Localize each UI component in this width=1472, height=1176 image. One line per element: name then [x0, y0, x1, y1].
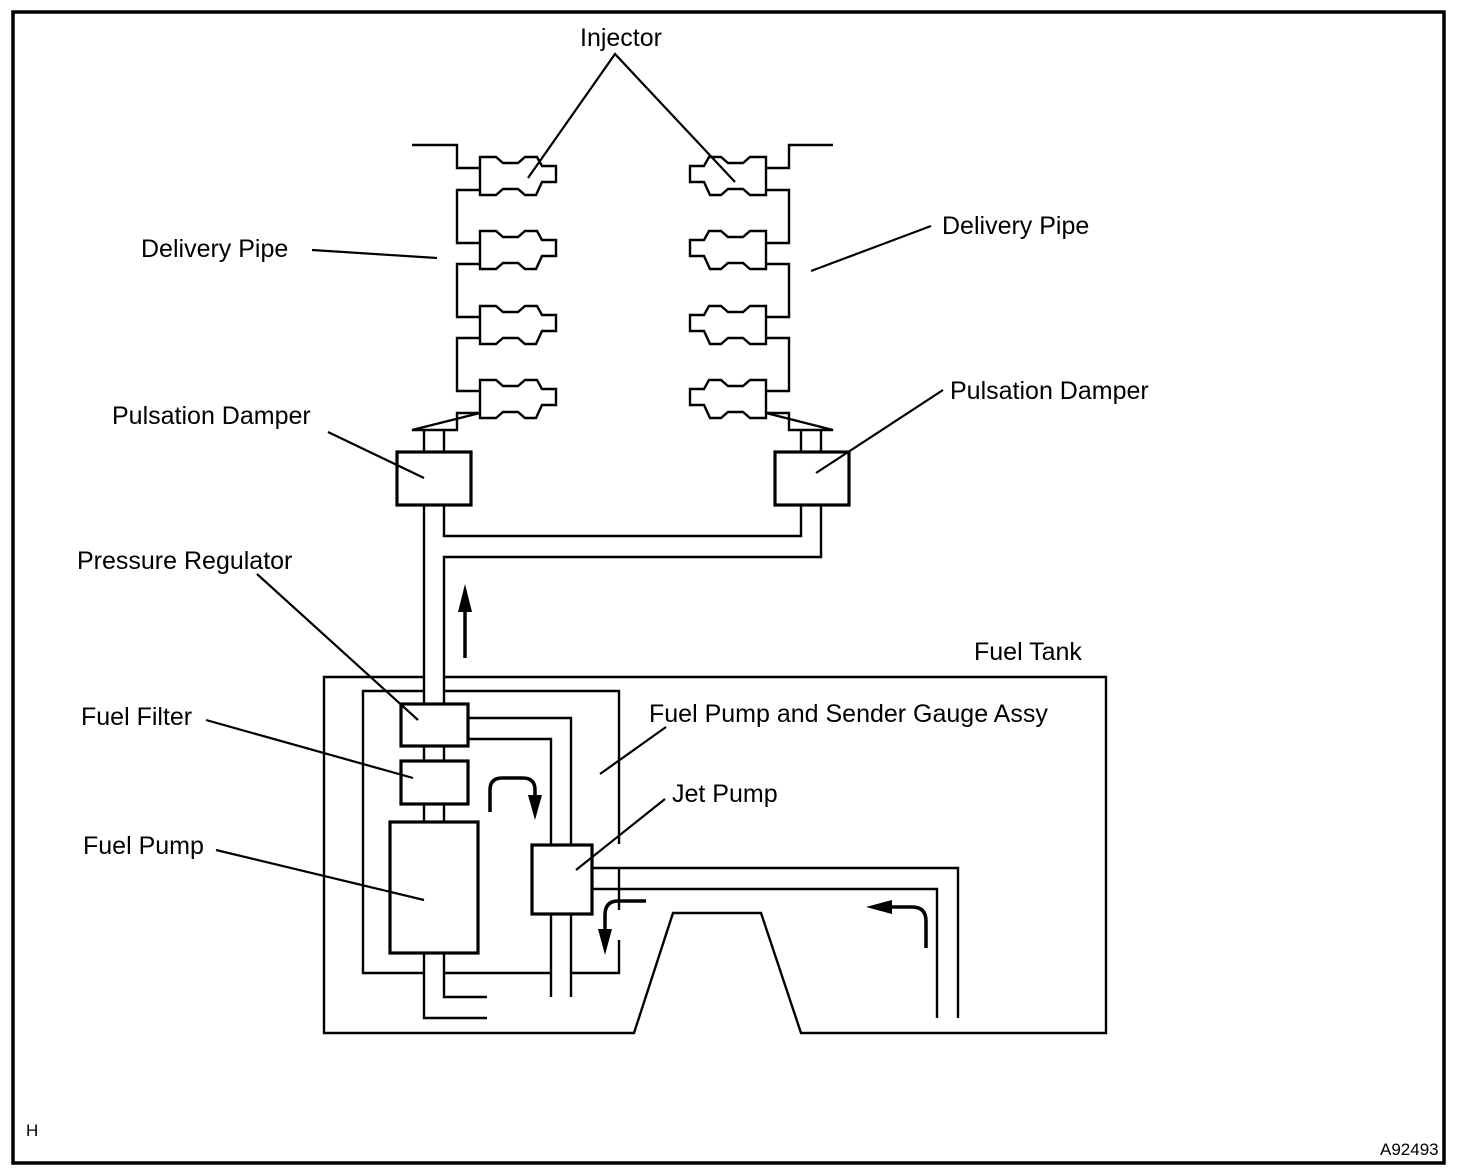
injector-bank-right — [688, 155, 768, 420]
figure-id: A92493 — [1380, 1140, 1439, 1159]
injector-left-1 — [478, 155, 558, 197]
regulator-filter-neck — [422, 746, 446, 761]
flow-arrow-left — [890, 905, 928, 948]
feed-pipe — [422, 506, 823, 704]
label-fuel-filter: Fuel Filter — [81, 703, 192, 731]
delivery-pipe-left — [411, 143, 481, 432]
leader-injector — [527, 52, 736, 183]
fuel-tank — [322, 675, 1108, 1035]
label-fuel-pump: Fuel Pump — [83, 832, 204, 860]
flow-arrow-up-head — [458, 584, 472, 612]
fuel-filter — [399, 759, 470, 806]
pump-intake — [422, 953, 487, 1020]
delivery-pipe-right — [765, 143, 834, 432]
injector-right-3 — [688, 304, 768, 346]
flow-arrow-return — [488, 776, 537, 812]
pulsation-damper-left — [395, 450, 473, 507]
flow-arrow-down — [603, 899, 646, 930]
flow-arrow-return-head — [528, 795, 542, 820]
filter-pump-neck — [422, 804, 446, 822]
jet-pump — [530, 843, 594, 916]
jet-pump-outlet — [549, 914, 573, 997]
fuel-pump — [388, 820, 480, 955]
label-pulsation-damper-left: Pulsation Damper — [112, 402, 311, 430]
injector-right-4 — [688, 378, 768, 420]
leader-fuel-filter — [205, 718, 414, 780]
injector-left-2 — [478, 229, 558, 271]
flow-arrow-left-head — [866, 900, 892, 914]
figure-frame — [11, 10, 1446, 1165]
rail-neck-left — [422, 430, 446, 451]
injector-right-1 — [688, 155, 768, 197]
label-fuel-pump-sender-assy: Fuel Pump and Sender Gauge Assy — [649, 700, 1048, 728]
label-pressure-regulator: Pressure Regulator — [77, 547, 292, 575]
return-line — [468, 716, 573, 845]
label-jet-pump: Jet Pump — [672, 780, 778, 808]
label-delivery-pipe-left: Delivery Pipe — [141, 235, 288, 263]
injector-bank-left — [478, 155, 558, 420]
rail-neck-right — [799, 430, 823, 451]
injector-left-4 — [478, 378, 558, 420]
injector-right-2 — [688, 229, 768, 271]
label-delivery-pipe-right: Delivery Pipe — [942, 212, 1089, 240]
label-injector: Injector — [580, 24, 662, 52]
injector-left-3 — [478, 304, 558, 346]
leader-pulsation-damper-right — [815, 389, 944, 474]
pulsation-damper-right — [773, 450, 851, 507]
jet-pump-suction-line — [592, 866, 960, 1018]
leader-sender-gauge-assy — [599, 726, 667, 775]
label-pulsation-damper-right: Pulsation Damper — [950, 377, 1149, 405]
leader-pulsation-damper-left — [327, 431, 425, 479]
leader-jet-pump — [575, 798, 666, 871]
leader-delivery-pipe-right — [810, 224, 932, 273]
flow-arrow-down-head — [598, 929, 612, 955]
leader-fuel-pump — [215, 848, 425, 902]
corner-marker: H — [26, 1121, 38, 1140]
sender-gauge-assy — [361, 689, 621, 975]
pressure-regulator — [399, 702, 470, 748]
label-fuel-tank: Fuel Tank — [974, 638, 1082, 666]
leader-pressure-regulator — [256, 573, 419, 721]
leader-delivery-pipe-left — [311, 248, 438, 260]
